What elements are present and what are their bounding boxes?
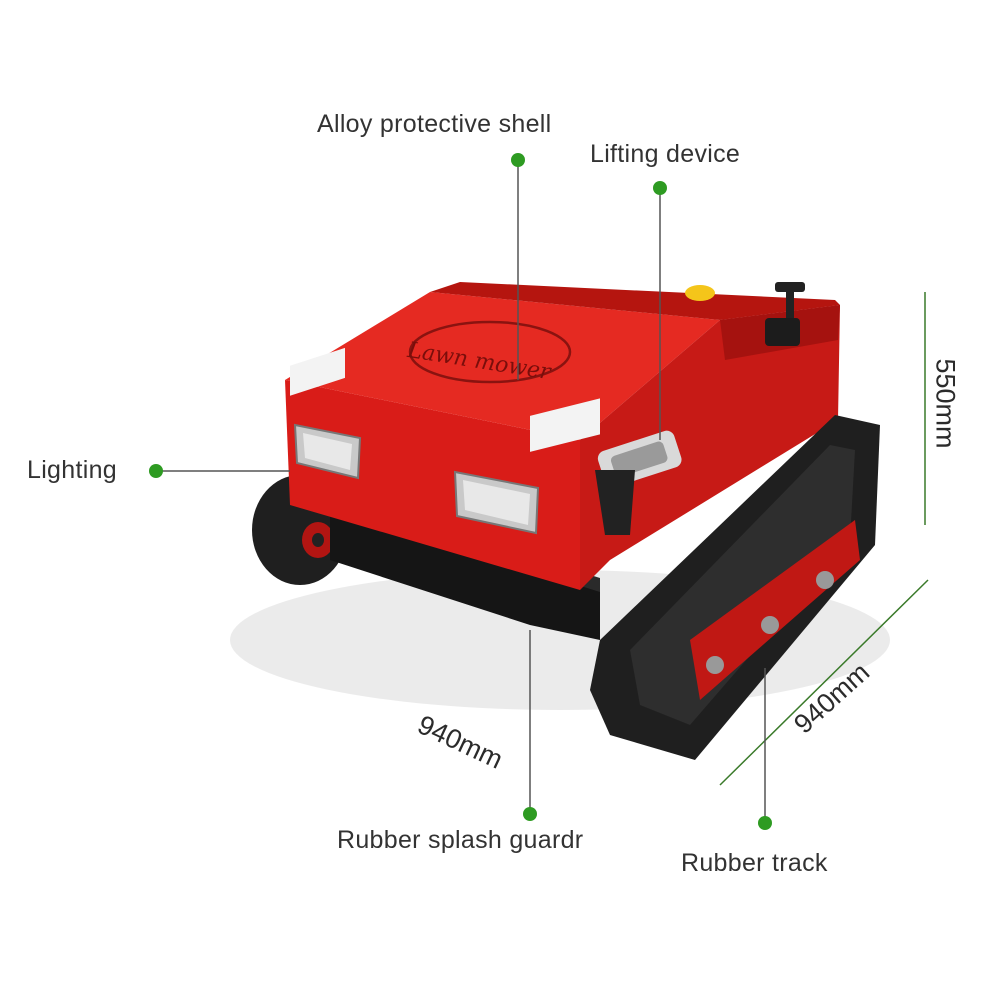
- yellow-cap: [685, 285, 715, 301]
- headlight-left: [293, 423, 362, 480]
- alloy-shell: [285, 292, 720, 440]
- callout-rubber-track: Rubber track: [681, 849, 828, 877]
- callout-alloy-shell: Alloy protective shell: [317, 110, 552, 138]
- length-dimension-line: [719, 579, 929, 786]
- body-side: [580, 305, 840, 590]
- warning-sticker-right: [530, 398, 600, 452]
- control-handle: [775, 282, 805, 292]
- callout-splash-guard: Rubber splash guardr: [337, 826, 584, 854]
- right-track: [590, 415, 880, 760]
- dimension-height: 550mm: [930, 358, 961, 449]
- headlight-right: [453, 470, 540, 535]
- callout-dot-rubber-track: [758, 816, 772, 830]
- body-front: [285, 380, 580, 590]
- logo-ring: [408, 320, 572, 384]
- callout-dot-splash-guard: [523, 807, 537, 821]
- callout-lighting: Lighting: [27, 456, 117, 484]
- callout-dot-alloy-shell: [511, 153, 525, 167]
- callout-dot-lifting-device: [653, 181, 667, 195]
- callout-lifting-device: Lifting device: [590, 140, 741, 168]
- callout-dot-lighting: [149, 464, 163, 478]
- warning-sticker-left: [290, 347, 345, 396]
- lifting-device: [595, 430, 682, 535]
